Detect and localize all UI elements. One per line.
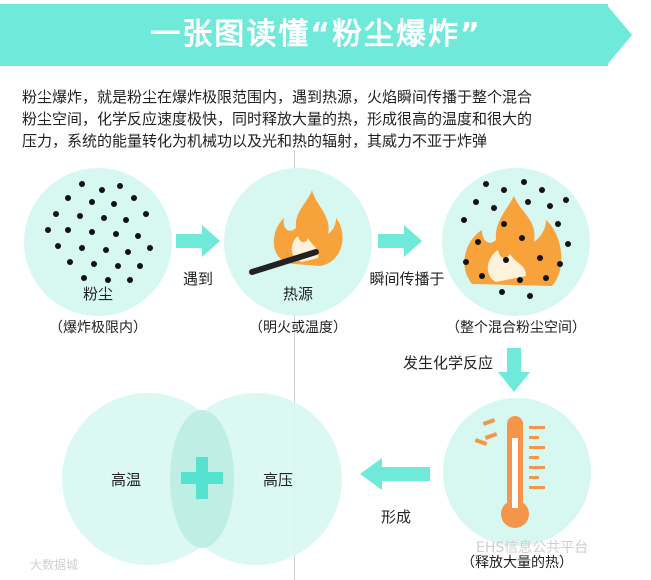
arrow-spread-label: 瞬间传播于 [364,268,450,289]
thermometer-icon [443,398,591,546]
arrow-right-icon [176,225,222,257]
intro-line: 粉尘空间，化学反应速度极快，同时释放大量的热，形成很高的温度和很大的 [22,108,634,130]
high-pressure-label: 高压 [248,469,308,490]
heat-release-circle [443,398,591,546]
fire-with-dust-icon [442,168,590,316]
watermark-right: EHS信息公共平台 [476,537,588,557]
plus-icon-vertical [196,457,208,499]
dust-caption: （爆炸极限内） [14,317,182,337]
arrow-down-icon [498,348,530,392]
intro-line: 粉尘爆炸，就是粉尘在爆炸极限范围内，遇到热源，火焰瞬间传播于整个混合 [22,86,634,108]
arrow-reaction-label: 发生化学反应 [398,352,498,373]
dust-label: 粉尘 [24,283,172,304]
arrow-left-icon [360,458,430,490]
heat-label: 热源 [224,283,372,304]
arrow-form-label: 形成 [368,506,424,527]
space-caption: （整个混合粉尘空间） [426,317,606,337]
arrow-right-icon [378,225,424,257]
space-circle [442,168,590,316]
intro-paragraph: 粉尘爆炸，就是粉尘在爆炸极限范围内，遇到热源，火焰瞬间传播于整个混合 粉尘空间，… [22,86,634,152]
intro-line: 压力，系统的能量转化为机械功以及光和热的辐射，其威力不亚于炸弹 [22,130,634,152]
arrow-meet-label: 遇到 [170,268,226,289]
page-title: 一张图读懂“粉尘爆炸” [0,4,632,66]
heat-caption: （明火或温度） [214,317,382,337]
watermark-left: 大数据城 [30,556,78,573]
high-temp-label: 高温 [96,469,156,490]
